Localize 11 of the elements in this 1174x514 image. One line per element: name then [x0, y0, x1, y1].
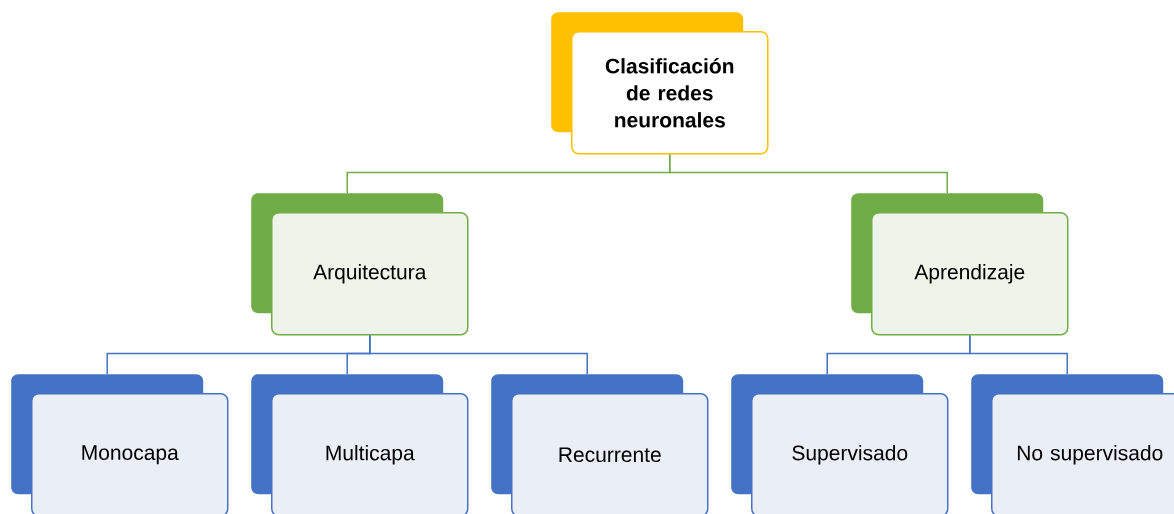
card-box: Aprendizaje — [851, 193, 1069, 336]
connector-line — [969, 334, 1068, 375]
card-box: Clasificación de redes neuronales — [551, 12, 769, 155]
card-box: Multicapa — [251, 374, 469, 514]
card-box: Monocapa — [11, 374, 229, 514]
connector-line — [669, 153, 948, 194]
card-box: No supervisado — [971, 374, 1174, 514]
card-box: Arquitectura — [251, 193, 469, 336]
connector-line — [369, 334, 588, 375]
card-box: Supervisado — [731, 374, 949, 514]
card-box: Recurrente — [491, 374, 709, 514]
